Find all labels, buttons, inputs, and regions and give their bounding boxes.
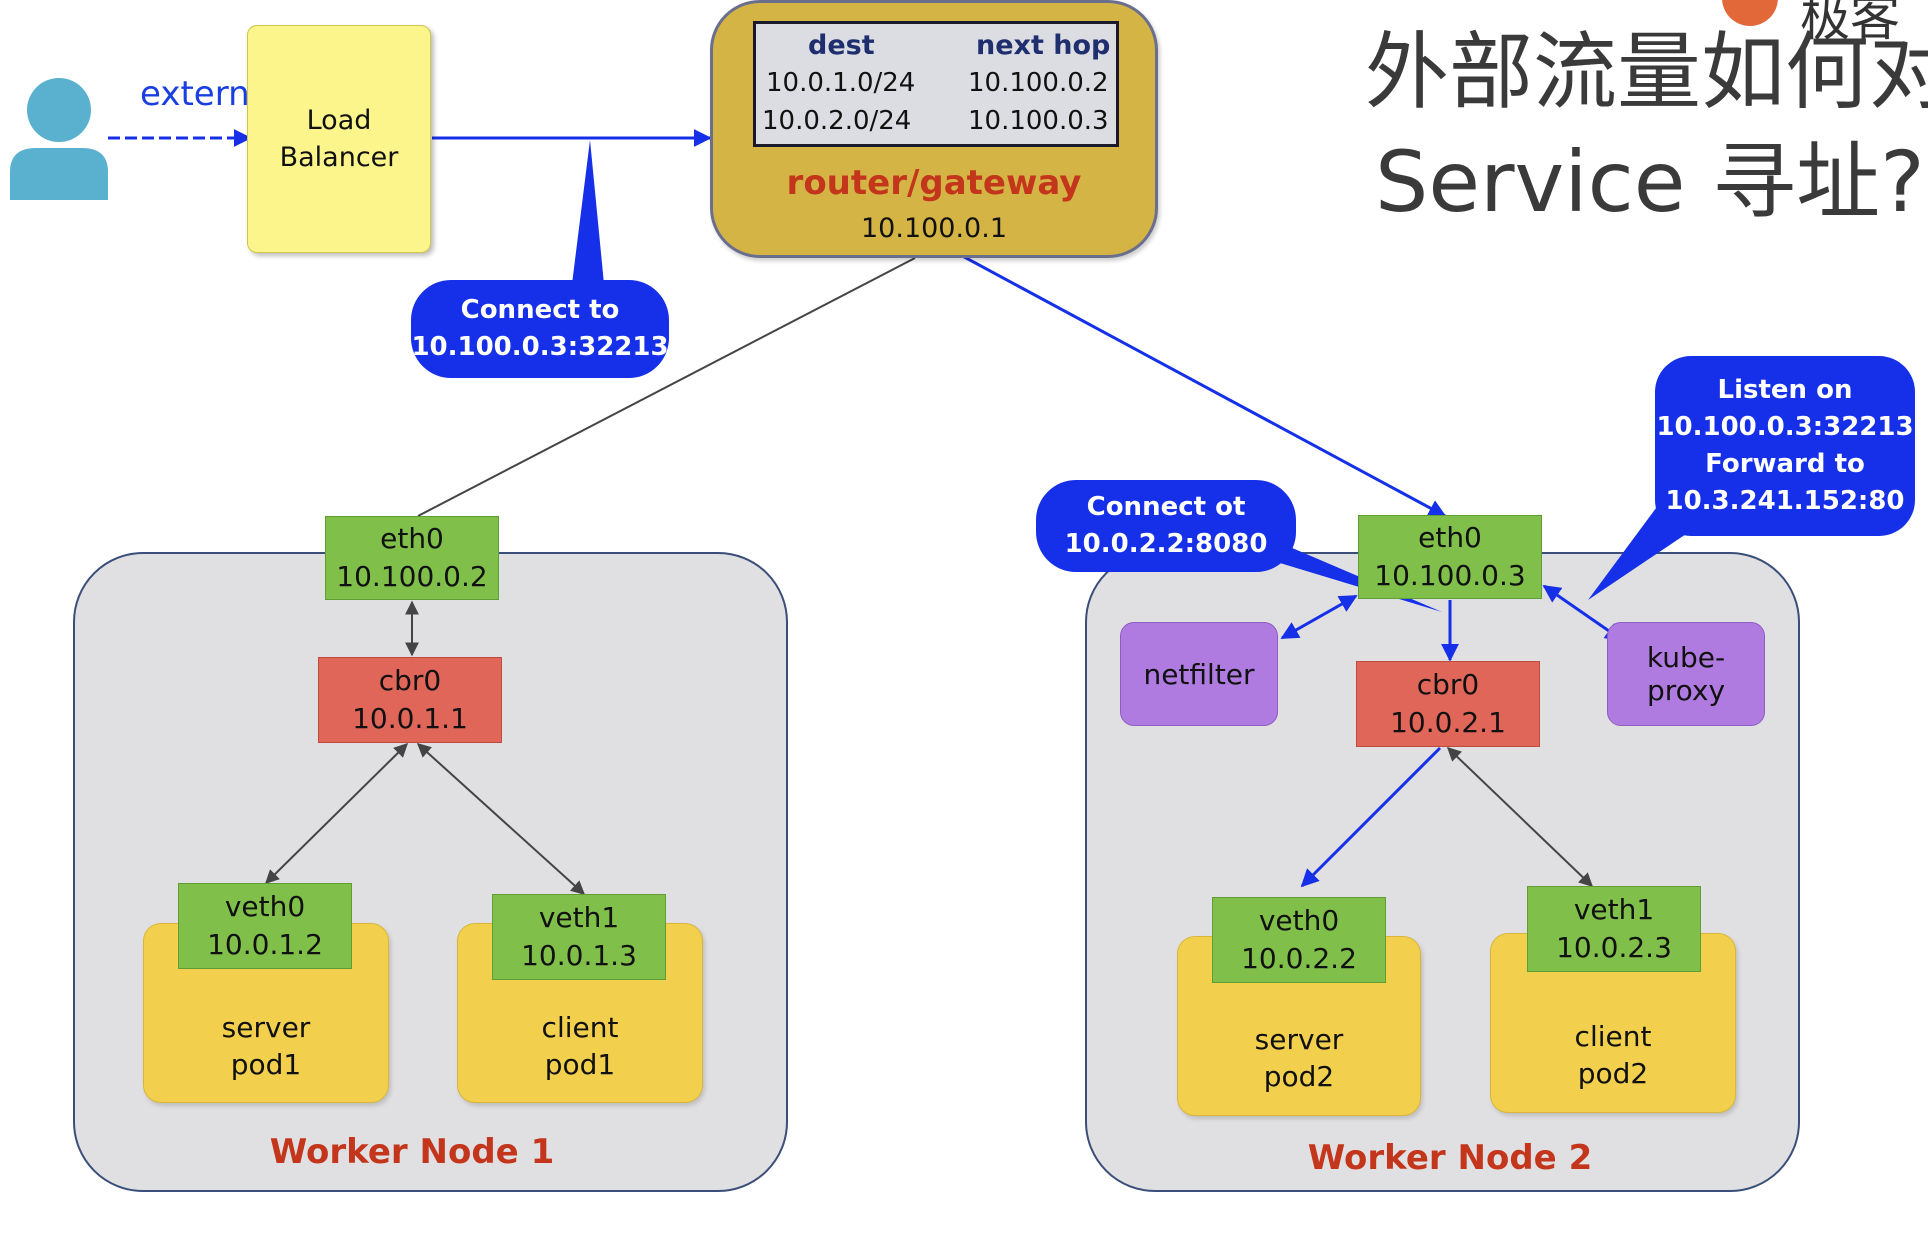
load-balancer: Load Balancer [247, 25, 431, 253]
netfilter-label: netfilter [1143, 657, 1255, 691]
router-name: router/gateway [786, 163, 1082, 203]
netfilter: netfilter [1120, 622, 1278, 726]
title-line2: Service 寻址? [1375, 133, 1925, 231]
node2-veth0-ip: 10.0.2.2 [1241, 942, 1357, 975]
rt-row2-next-hop: 10.100.0.3 [968, 106, 1109, 136]
rt-row1-next-hop: 10.100.0.2 [968, 68, 1109, 98]
router-gateway: dest next hop 10.0.1.0/24 10.100.0.2 10.… [710, 0, 1158, 258]
node1-server-pod-line1: server [221, 1011, 311, 1044]
node2-server-pod-line2: pod2 [1263, 1060, 1335, 1093]
node2-cbr0-ip: 10.0.2.1 [1390, 706, 1506, 739]
node2-veth0: veth0 10.0.2.2 [1212, 897, 1386, 983]
callout-kube-proxy-line3: Forward to [1705, 449, 1865, 479]
node2-veth0-name: veth0 [1258, 904, 1340, 937]
rt-row1-dest: 10.0.1.0/24 [766, 68, 916, 98]
routing-table: dest next hop 10.0.1.0/24 10.100.0.2 10.… [753, 21, 1119, 147]
kube-proxy-label: kube-proxy [1646, 641, 1726, 707]
lb-label-line2: Balancer [279, 142, 399, 173]
lb-label-line1: Load [306, 105, 372, 136]
node1-client-pod-line2: pod1 [544, 1048, 616, 1081]
node1-veth0-name: veth0 [224, 890, 306, 923]
node2-veth1: veth1 10.0.2.3 [1527, 886, 1701, 972]
callout-connect-pod-line2: 10.0.2.2:8080 [1064, 529, 1268, 559]
title-line1: 外部流量如何对 [1365, 23, 1928, 121]
node2-veth1-name: veth1 [1573, 893, 1655, 926]
callout-connect-to-tail [572, 140, 604, 284]
node1-eth0-name: eth0 [380, 522, 444, 555]
node1-cbr0: cbr0 10.0.1.1 [318, 657, 502, 743]
callout-connect-to-line2: 10.100.0.3:32213 [411, 332, 669, 362]
worker-node-1-title: Worker Node 1 [269, 1132, 555, 1172]
node2-cbr0-name: cbr0 [1416, 668, 1480, 701]
callout-connect-pod-line1: Connect ot [1086, 492, 1246, 522]
node2-eth0-ip: 10.100.0.3 [1374, 559, 1526, 592]
node1-eth0: eth0 10.100.0.2 [325, 516, 499, 600]
node2-eth0: eth0 10.100.0.3 [1358, 515, 1542, 599]
rt-header-dest: dest [808, 30, 875, 61]
node1-client-pod-line1: client [541, 1011, 619, 1044]
user-icon [10, 78, 108, 200]
logo-text: 极客 [1800, 0, 1900, 47]
node1-veth1: veth1 10.0.1.3 [492, 894, 666, 980]
node1-veth1-name: veth1 [538, 901, 620, 934]
rt-header-next-hop: next hop [976, 30, 1111, 61]
node1-veth0-ip: 10.0.1.2 [207, 928, 323, 961]
callout-connect-to-line1: Connect to [460, 295, 620, 325]
callout-connect-to-nodeport: Connect to 10.100.0.3:32213 [411, 280, 669, 378]
node2-cbr0: cbr0 10.0.2.1 [1356, 661, 1540, 747]
worker-node-2-title: Worker Node 2 [1307, 1138, 1593, 1178]
node2-veth1-ip: 10.0.2.3 [1556, 931, 1672, 964]
node2-client-pod-line2: pod2 [1577, 1057, 1649, 1090]
rt-row2-dest: 10.0.2.0/24 [762, 106, 912, 136]
node1-server-pod-line2: pod1 [230, 1048, 302, 1081]
node2-server-pod-line1: server [1254, 1023, 1344, 1056]
callout-connect-pod: Connect ot 10.0.2.2:8080 [1036, 480, 1296, 572]
callout-kube-proxy-listen: Listen on 10.100.0.3:32213 Forward to 10… [1655, 356, 1915, 536]
node2-eth0-name: eth0 [1418, 521, 1482, 554]
node1-veth1-ip: 10.0.1.3 [521, 939, 637, 972]
node1-veth0: veth0 10.0.1.2 [178, 883, 352, 969]
callout-kube-proxy-line2: 10.100.0.3:32213 [1656, 412, 1914, 442]
callout-kube-proxy-line4: 10.3.241.152:80 [1665, 486, 1905, 516]
node2-client-pod-line1: client [1574, 1020, 1652, 1053]
callout-kube-proxy-line1: Listen on [1717, 375, 1853, 405]
node1-cbr0-name: cbr0 [378, 664, 442, 697]
kube-proxy: kube-proxy [1607, 622, 1765, 726]
router-to-node2-arrow [954, 250, 1447, 518]
router-ip: 10.100.0.1 [861, 213, 1007, 244]
node1-eth0-ip: 10.100.0.2 [336, 560, 488, 593]
node1-cbr0-ip: 10.0.1.1 [352, 702, 468, 735]
